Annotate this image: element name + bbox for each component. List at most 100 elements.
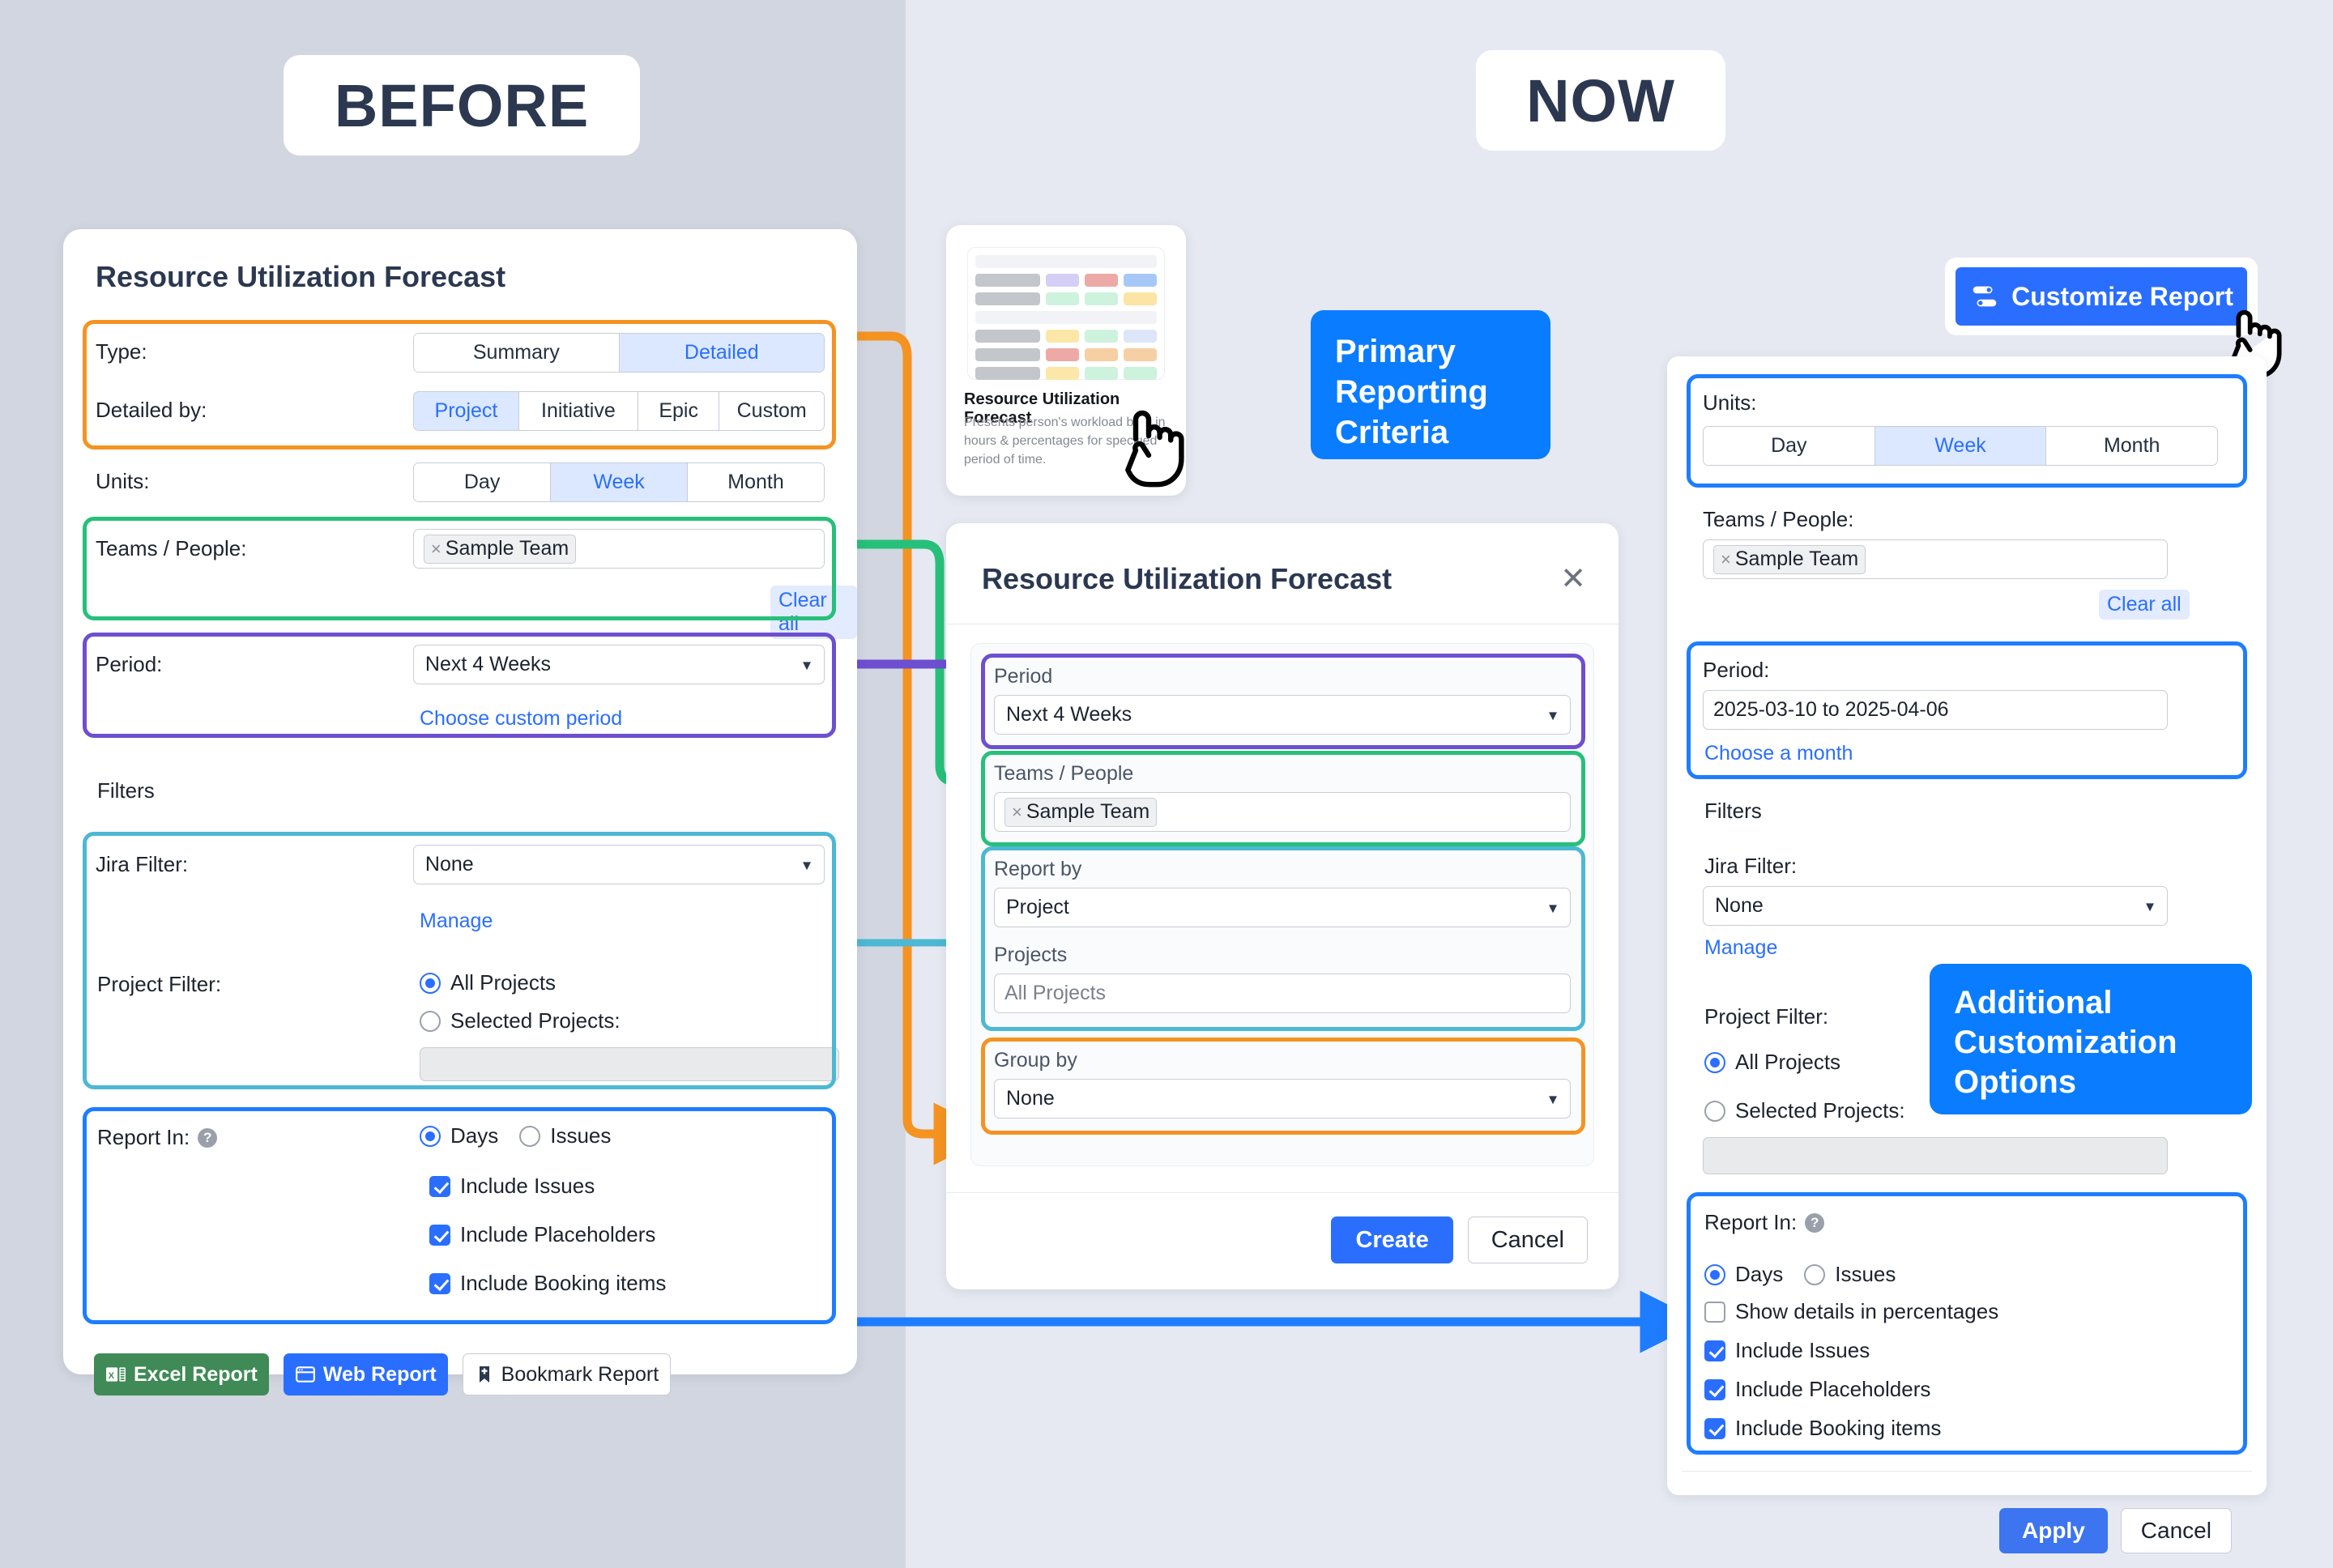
modal-teams-input[interactable]: × Sample Team bbox=[994, 792, 1571, 832]
choose-a-month-link[interactable]: Choose a month bbox=[1704, 742, 1853, 765]
radio-icon-days[interactable] bbox=[420, 1125, 441, 1147]
chip-remove-icon[interactable]: × bbox=[430, 538, 441, 559]
choose-custom-period-link[interactable]: Choose custom period bbox=[420, 707, 623, 730]
now-teams-input[interactable]: × Sample Team bbox=[1703, 539, 2168, 579]
checkbox-include-booking[interactable]: Include Booking items bbox=[429, 1271, 666, 1296]
web-report-button[interactable]: Web Report bbox=[283, 1353, 448, 1395]
team-chip[interactable]: × Sample Team bbox=[423, 534, 577, 564]
checkbox-icon-include-booking[interactable] bbox=[1704, 1417, 1725, 1439]
type-option-summary[interactable]: Summary bbox=[414, 334, 620, 372]
type-segmented-control[interactable]: Summary Detailed bbox=[413, 333, 825, 373]
modal-period-value: Next 4 Weeks bbox=[1006, 703, 1132, 726]
checkbox-icon-include-issues[interactable] bbox=[1704, 1340, 1725, 1361]
now-checkbox-include-booking[interactable]: Include Booking items bbox=[1704, 1416, 1941, 1441]
type-option-detailed[interactable]: Detailed bbox=[619, 334, 825, 372]
modal-footer-divider bbox=[946, 1192, 1619, 1193]
radio-icon-all-projects[interactable] bbox=[420, 972, 441, 994]
radio-icon-issues[interactable] bbox=[1804, 1263, 1826, 1285]
modal-team-chip[interactable]: × Sample Team bbox=[1004, 797, 1158, 827]
detailed-by-option-custom[interactable]: Custom bbox=[719, 392, 825, 430]
now-issues-label: Issues bbox=[1835, 1262, 1896, 1286]
excel-report-button[interactable]: X Excel Report bbox=[94, 1353, 269, 1395]
now-units-segmented-control[interactable]: Day Week Month bbox=[1703, 426, 2218, 466]
now-checkbox-include-placeholders[interactable]: Include Placeholders bbox=[1704, 1377, 1930, 1402]
now-jira-filter-label: Jira Filter: bbox=[1704, 854, 1798, 878]
checkbox-icon-include-placeholders[interactable] bbox=[429, 1224, 450, 1246]
now-period-input[interactable]: 2025-03-10 to 2025-04-06 bbox=[1703, 690, 2168, 730]
now-radio-all-projects[interactable]: All Projects bbox=[1704, 1050, 1840, 1075]
callout-primary-reporting-criteria: Primary Reporting Criteria bbox=[1311, 310, 1550, 459]
radio-selected-projects[interactable]: Selected Projects: bbox=[420, 1008, 621, 1033]
radio-icon-selected-projects[interactable] bbox=[420, 1010, 441, 1032]
radio-all-projects[interactable]: All Projects bbox=[420, 970, 556, 995]
manage-link[interactable]: Manage bbox=[420, 910, 493, 932]
radio-icon-days[interactable] bbox=[1704, 1263, 1725, 1285]
now-team-chip[interactable]: × Sample Team bbox=[1713, 544, 1866, 574]
checkbox-include-placeholders[interactable]: Include Placeholders bbox=[429, 1222, 655, 1247]
teams-people-label: Teams / People: bbox=[96, 536, 247, 560]
checkbox-icon-include-booking[interactable] bbox=[429, 1272, 450, 1294]
units-option-month[interactable]: Month bbox=[688, 463, 824, 501]
now-include-booking-label: Include Booking items bbox=[1735, 1416, 1942, 1440]
checkbox-icon-include-placeholders[interactable] bbox=[1704, 1378, 1725, 1400]
modal-report-by-select[interactable]: Project ▾ bbox=[994, 888, 1571, 927]
create-button[interactable]: Create bbox=[1331, 1216, 1453, 1263]
now-radio-selected-projects[interactable]: Selected Projects: bbox=[1704, 1098, 1905, 1123]
detailed-by-segmented-control[interactable]: Project Initiative Epic Custom bbox=[413, 391, 825, 431]
chip-remove-icon[interactable]: × bbox=[1721, 548, 1731, 569]
chevron-down-icon: ▾ bbox=[1548, 1090, 1557, 1108]
modal-teams-label: Teams / People bbox=[994, 762, 1134, 785]
period-select[interactable]: Next 4 Weeks ▾ bbox=[412, 645, 825, 684]
bookmark-report-button[interactable]: Bookmark Report bbox=[462, 1353, 672, 1395]
now-units-option-week[interactable]: Week bbox=[1875, 427, 2047, 465]
include-booking-label: Include Booking items bbox=[460, 1271, 667, 1295]
radio-icon-all-projects[interactable] bbox=[1704, 1051, 1725, 1073]
radio-icon-issues[interactable] bbox=[519, 1125, 541, 1147]
checkbox-icon-include-issues[interactable] bbox=[429, 1175, 450, 1197]
checkbox-icon-show-percentages[interactable] bbox=[1704, 1301, 1725, 1323]
modal-cancel-button[interactable]: Cancel bbox=[1467, 1216, 1588, 1263]
jira-filter-select[interactable]: None ▾ bbox=[412, 845, 825, 884]
units-option-day[interactable]: Day bbox=[414, 463, 552, 501]
show-percentages-label: Show details in percentages bbox=[1735, 1299, 1999, 1323]
apply-button[interactable]: Apply bbox=[1999, 1508, 2108, 1553]
now-manage-link[interactable]: Manage bbox=[1704, 936, 1778, 959]
modal-projects-input[interactable]: All Projects bbox=[994, 974, 1571, 1013]
radio-icon-selected-projects[interactable] bbox=[1704, 1100, 1725, 1122]
units-option-week[interactable]: Week bbox=[551, 463, 689, 501]
now-units-option-day[interactable]: Day bbox=[1704, 427, 1875, 465]
modal-group-by-value: None bbox=[1006, 1087, 1055, 1110]
detailed-by-option-initiative[interactable]: Initiative bbox=[518, 392, 638, 430]
modal-teams-field: Teams / People × Sample Team bbox=[994, 762, 1571, 832]
now-clear-all-button[interactable]: Clear all bbox=[2099, 590, 2190, 620]
now-project-filter-label: Project Filter: bbox=[1704, 1004, 1829, 1029]
detailed-by-option-project[interactable]: Project bbox=[414, 392, 519, 430]
customize-report-button[interactable]: Customize Report bbox=[1956, 267, 2247, 326]
help-icon[interactable]: ? bbox=[198, 1127, 218, 1148]
now-units-option-month[interactable]: Month bbox=[2046, 427, 2217, 465]
customize-report-label: Customize Report bbox=[2011, 281, 2233, 311]
chip-remove-icon[interactable]: × bbox=[1012, 801, 1022, 822]
help-icon[interactable]: ? bbox=[1805, 1212, 1825, 1233]
close-icon[interactable]: ✕ bbox=[1560, 562, 1586, 596]
checkbox-show-percentages[interactable]: Show details in percentages bbox=[1704, 1299, 1998, 1324]
modal-period-select[interactable]: Next 4 Weeks ▾ bbox=[994, 695, 1571, 735]
checkbox-include-issues[interactable]: Include Issues bbox=[429, 1174, 595, 1199]
detailed-by-option-epic[interactable]: Epic bbox=[638, 392, 720, 430]
modal-group-by-select[interactable]: None ▾ bbox=[994, 1079, 1571, 1118]
before-label: BEFORE bbox=[284, 55, 640, 156]
units-segmented-control[interactable]: Day Week Month bbox=[413, 462, 825, 502]
bookmark-icon bbox=[479, 1366, 489, 1383]
jira-filter-label: Jira Filter: bbox=[96, 852, 189, 876]
clear-all-button[interactable]: Clear all bbox=[770, 586, 857, 639]
sliders-icon bbox=[1973, 286, 1997, 307]
now-jira-filter-select[interactable]: None ▾ bbox=[1703, 886, 2168, 926]
selected-projects-input[interactable] bbox=[420, 1047, 839, 1081]
include-placeholders-label: Include Placeholders bbox=[460, 1222, 656, 1246]
chevron-down-icon: ▾ bbox=[1548, 899, 1557, 917]
now-cancel-button[interactable]: Cancel bbox=[2120, 1508, 2232, 1553]
type-label: Type: bbox=[96, 339, 147, 364]
now-selected-projects-input[interactable] bbox=[1703, 1137, 2168, 1174]
now-checkbox-include-issues[interactable]: Include Issues bbox=[1704, 1338, 1870, 1363]
teams-people-input[interactable]: × Sample Team bbox=[412, 529, 825, 569]
